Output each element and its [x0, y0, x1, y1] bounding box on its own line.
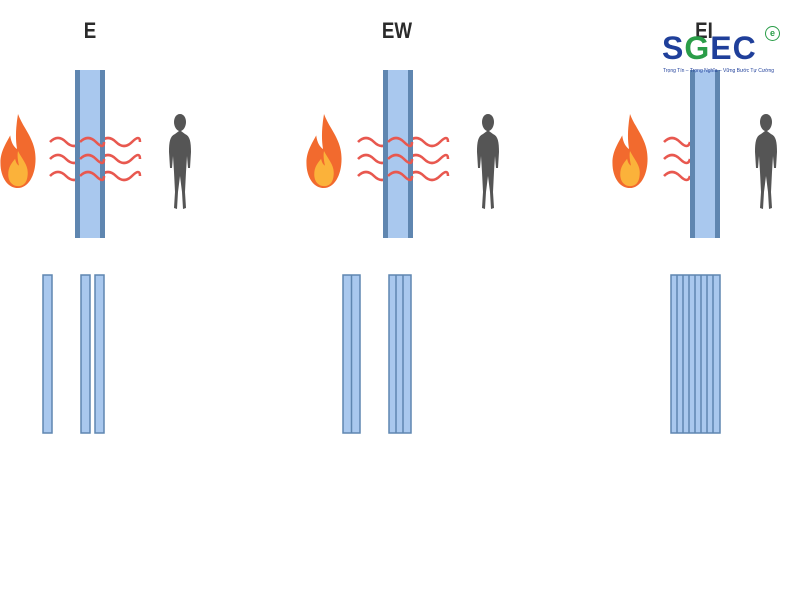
- logo-letter-s: S: [662, 30, 685, 66]
- logo-superscript-e: e: [765, 26, 780, 41]
- panel-label-ew: EW: [381, 18, 413, 43]
- logo-letter-g: G: [684, 30, 711, 66]
- person-icon: [477, 114, 499, 209]
- panel-ew: [306, 70, 499, 434]
- heat-waves-over-glass: [387, 136, 414, 182]
- heat-waves-icon: [663, 136, 692, 182]
- glass-pane-icon: [690, 70, 720, 238]
- panel-label-ei: EI: [695, 18, 713, 43]
- flame-icon: [0, 113, 36, 189]
- glass-layers-e: [42, 274, 105, 434]
- heat-waves-over-glass: [79, 136, 106, 182]
- panel-ei: [612, 70, 777, 434]
- person-icon: [169, 114, 191, 209]
- logo-wordmark: SGEC: [662, 30, 757, 66]
- flame-icon: [612, 113, 648, 189]
- sgec-logo: SGEC e Trọng Tín – Trọng Nghĩa – Vững Bư…: [658, 26, 788, 84]
- logo-letters-ec: EC: [710, 30, 757, 66]
- panel-e: [0, 70, 191, 434]
- panel-label-e: E: [83, 18, 97, 43]
- glass-layers-ew: [342, 274, 412, 434]
- logo-slogan: Trọng Tín – Trọng Nghĩa – Vững Bước Tự C…: [663, 68, 775, 74]
- heat-waves-icon: [49, 136, 142, 182]
- flame-icon: [306, 113, 342, 189]
- person-icon: [755, 114, 777, 209]
- glass-layers-ei: [670, 274, 721, 434]
